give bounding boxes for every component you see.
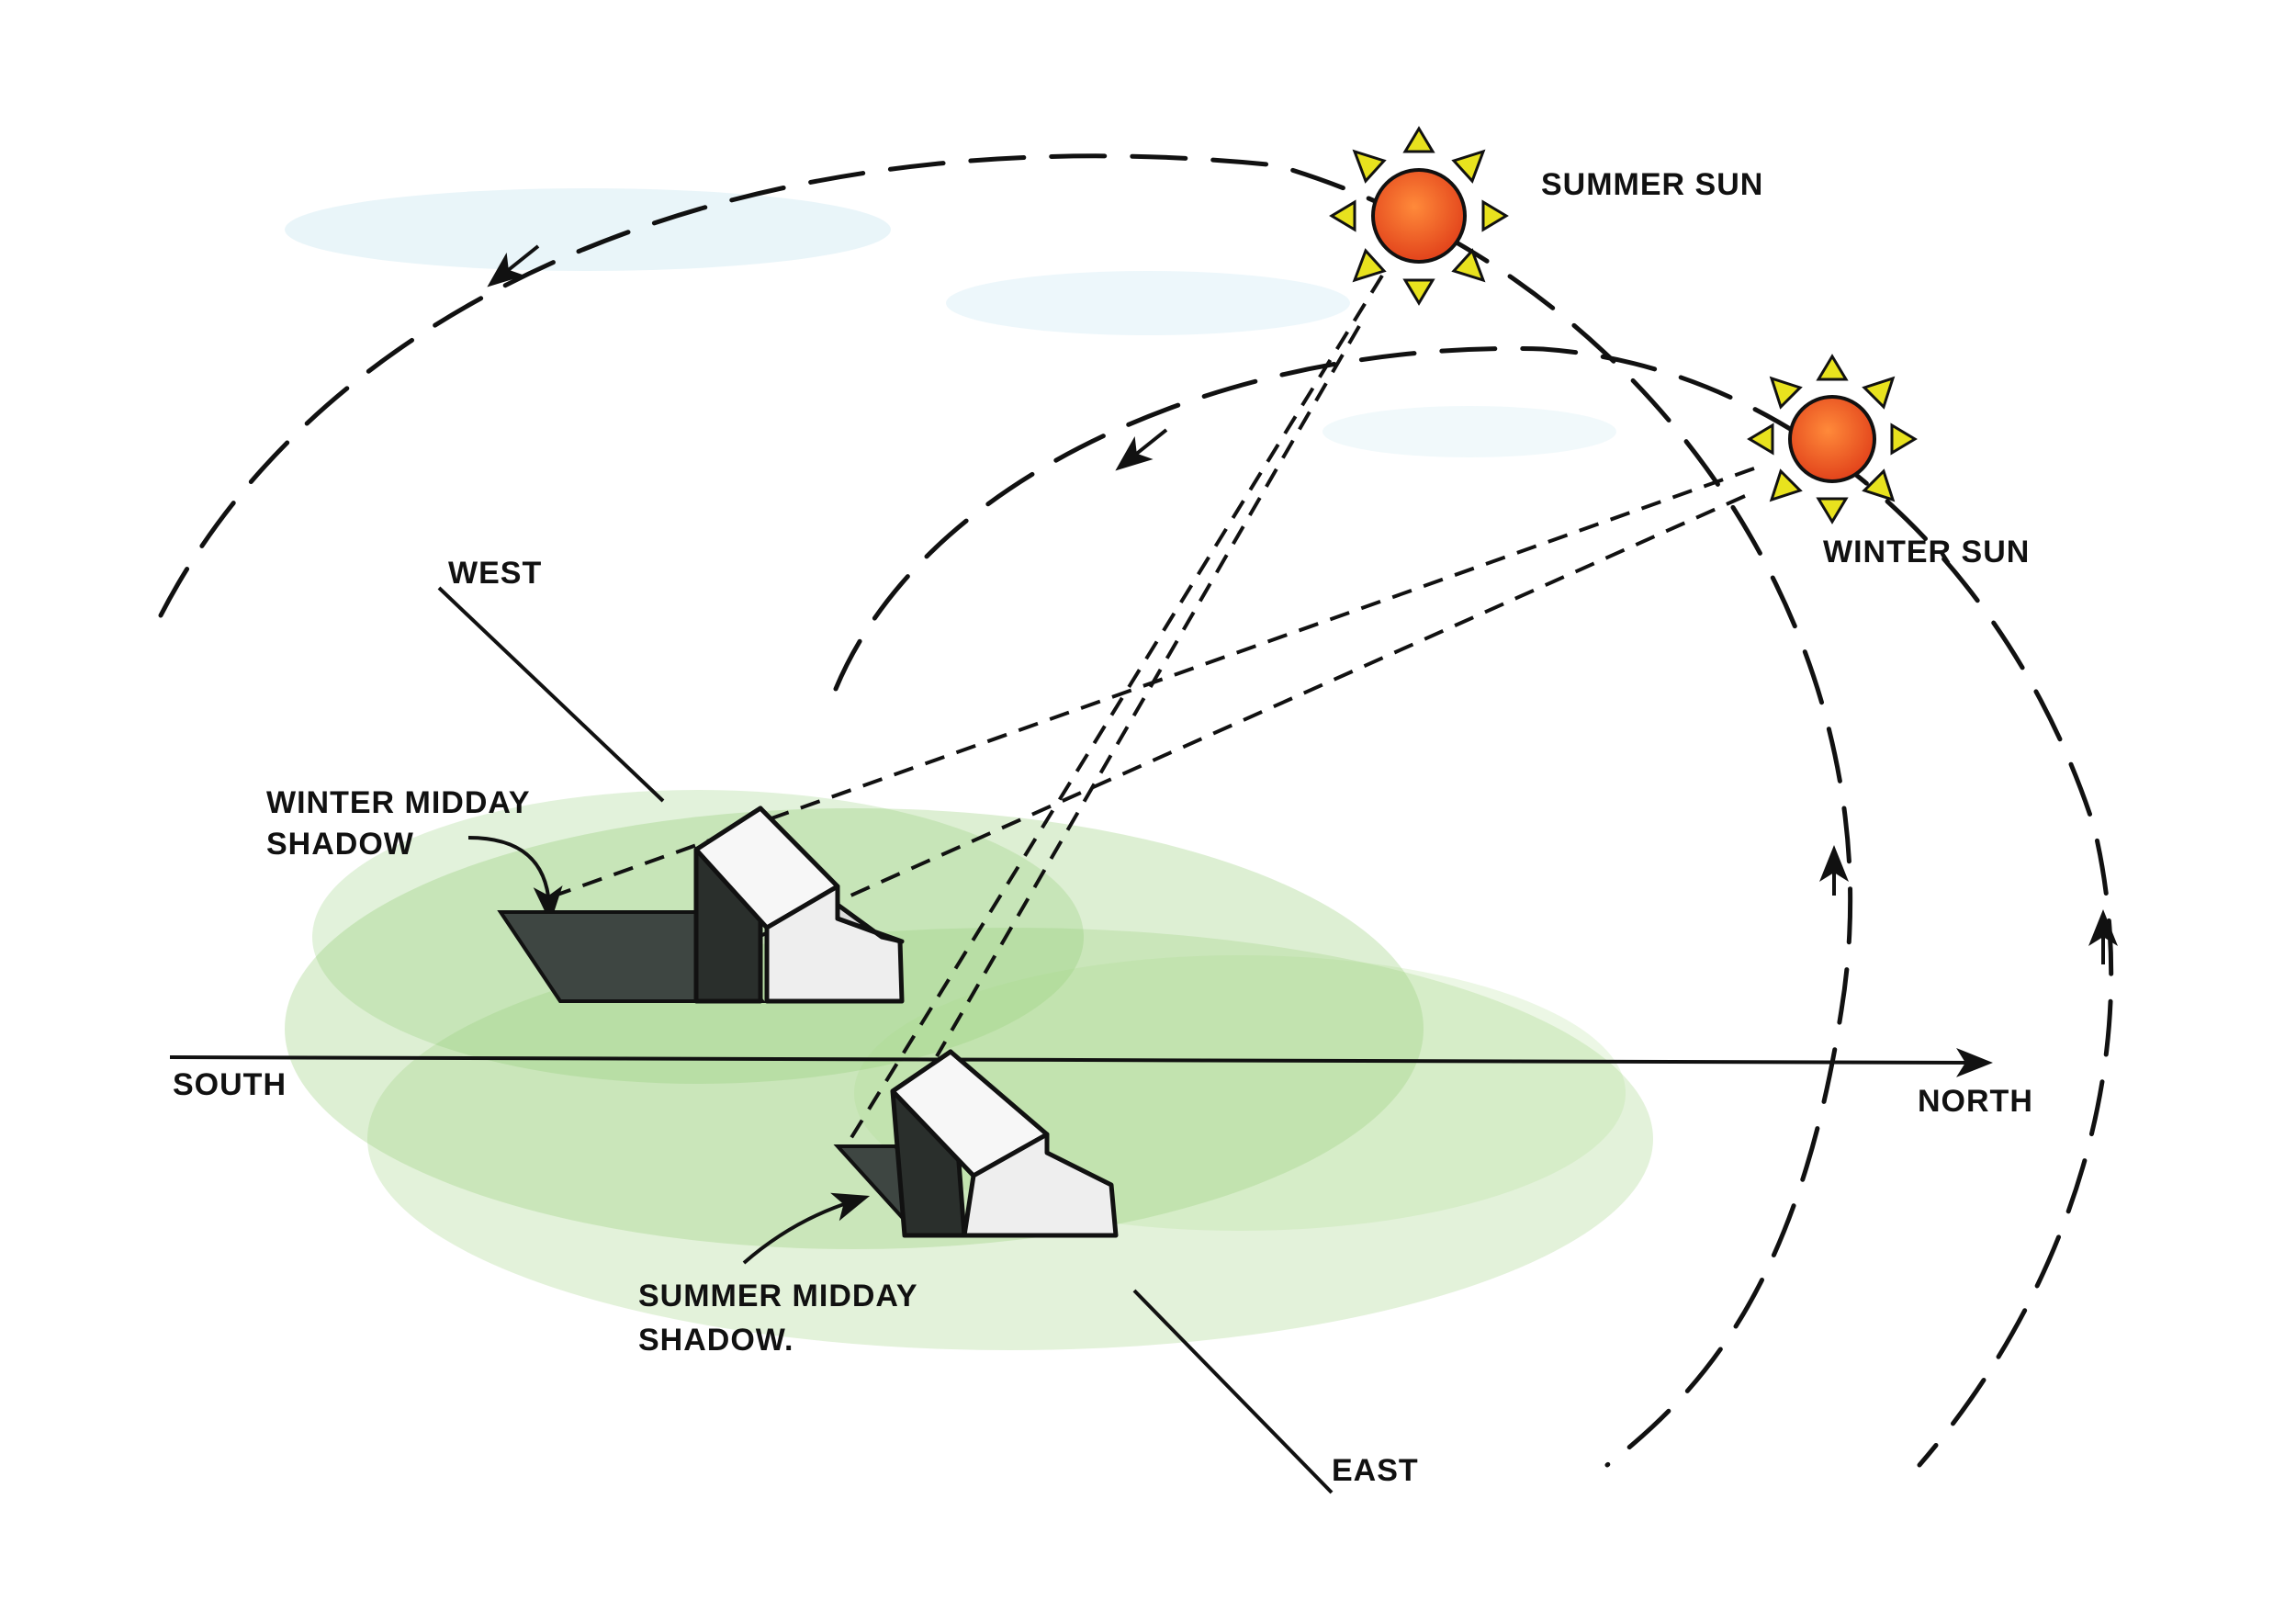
winter-shadow-label-line2: SHADOW <box>266 827 414 862</box>
winter-shadow-label-line1: WINTER MIDDAY <box>266 785 531 820</box>
summer-sun-rays <box>843 274 1384 1150</box>
east-leader-line <box>1132 1289 1334 1494</box>
winter-shadow-pointer <box>467 836 563 923</box>
summer-path-arrow <box>487 244 540 287</box>
summer-shadow-pointer <box>742 1192 871 1265</box>
sky-wash <box>285 188 1616 457</box>
south-north-axis <box>169 1047 1993 1077</box>
summer-sun-path <box>158 153 1853 1468</box>
east-label: EAST <box>1332 1453 1419 1488</box>
house-summer-icon <box>833 1049 1119 1238</box>
west-label: WEST <box>448 556 542 591</box>
summer-sun-icon <box>1329 126 1509 306</box>
summer-shadow-label-line1: SUMMER MIDDAY <box>638 1279 918 1313</box>
west-leader-line <box>437 586 665 803</box>
winter-sun-icon <box>1747 354 1918 524</box>
winter-sun-label: WINTER SUN <box>1823 535 2030 569</box>
north-label: NORTH <box>1918 1084 2033 1119</box>
house-winter-icon <box>497 806 905 1004</box>
south-label: SOUTH <box>173 1067 287 1102</box>
winter-path-arrow <box>1115 428 1168 471</box>
summer-sun-label: SUMMER SUN <box>1541 167 1763 202</box>
summer-shadow-label-line2: SHADOW. <box>638 1323 793 1358</box>
